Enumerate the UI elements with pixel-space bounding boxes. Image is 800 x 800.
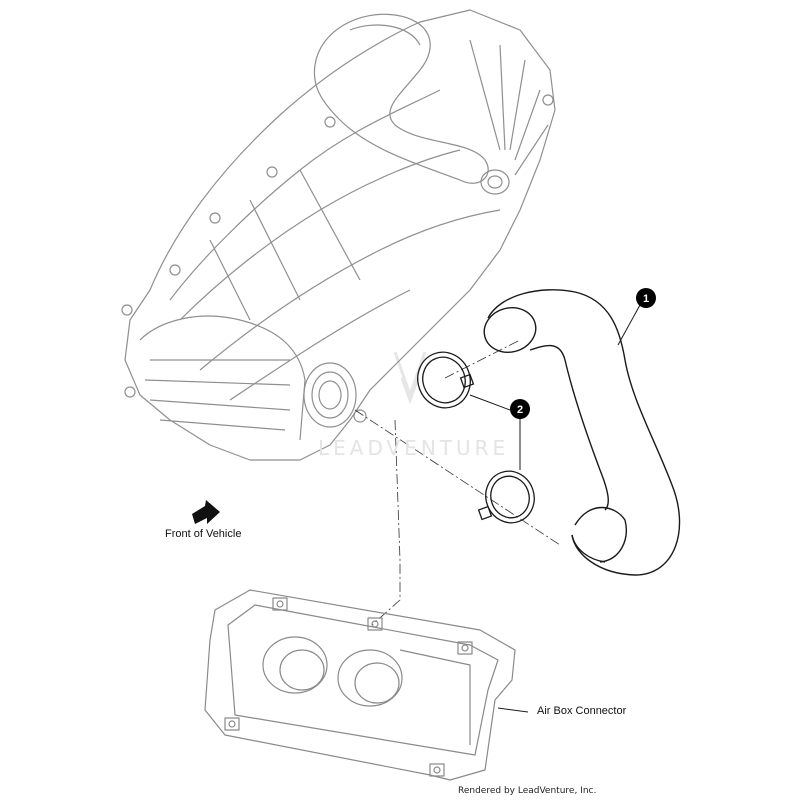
watermark-logo-icon xyxy=(393,351,427,405)
callout-2-number: 2 xyxy=(517,404,523,416)
watermark-text: LEADVENTURE xyxy=(318,436,510,460)
clamp-lower-part-2 xyxy=(477,470,535,524)
front-of-vehicle-label: Front of Vehicle xyxy=(165,528,242,540)
leader-lines xyxy=(469,304,641,713)
air-box-connector-label: Air Box Connector xyxy=(537,705,627,717)
hose-part-1 xyxy=(483,289,681,576)
clamp-upper-part-2 xyxy=(417,351,475,409)
air-box-connector xyxy=(204,589,516,781)
callout-2: 2 xyxy=(510,399,530,419)
credit-text: Rendered by LeadVenture, Inc. xyxy=(458,786,597,796)
callout-1: 1 xyxy=(636,288,656,308)
cvt-housing xyxy=(121,9,556,461)
alignment-lines xyxy=(354,339,561,626)
front-arrow-icon xyxy=(192,500,220,524)
callout-1-number: 1 xyxy=(643,293,649,305)
